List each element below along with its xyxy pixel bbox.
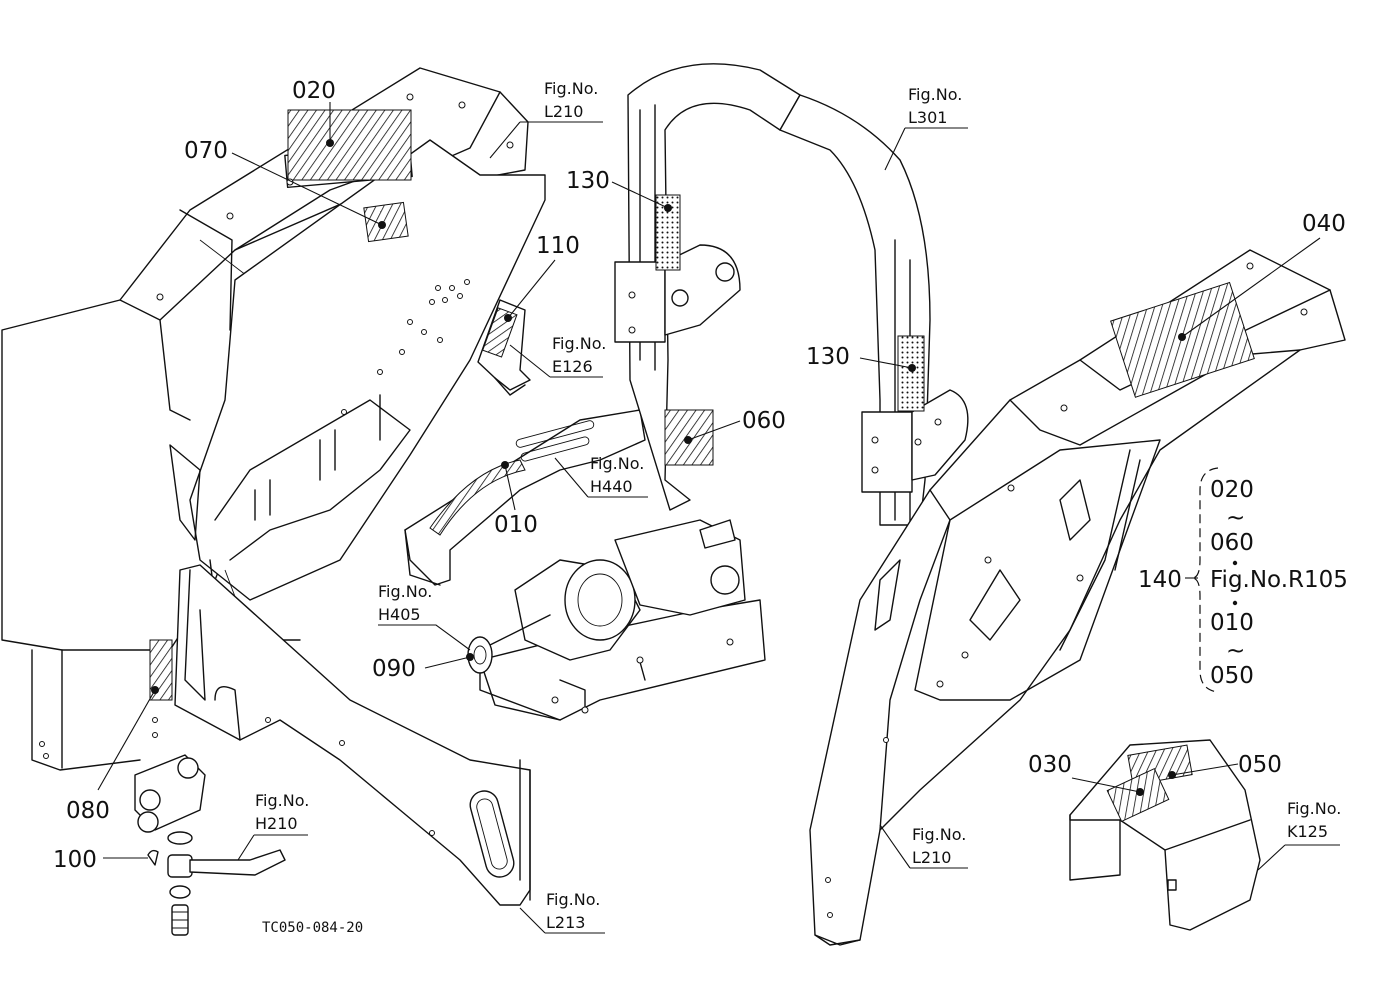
fig-prefix: Fig.No. (908, 85, 962, 104)
fig-prefix: Fig.No. (552, 334, 606, 353)
lever-guide-plate-drawing (404, 409, 646, 586)
fig-prefix: Fig.No. (590, 454, 644, 473)
rear-plate-drawing (152, 564, 531, 906)
legend-tilde-2: ~ (1226, 638, 1245, 664)
fig-ref-l210-bottom: Fig.No. L210 (912, 825, 966, 867)
callout-020-top: 020 (292, 78, 336, 104)
decal-060 (664, 409, 714, 466)
legend-line-010: 010 (1210, 610, 1254, 636)
hose-fitting-drawing (134, 754, 286, 936)
legend-tilde-1: ~ (1226, 505, 1245, 531)
fig-ref-h405: Fig.No. H405 (378, 582, 432, 624)
callout-060: 060 (742, 408, 786, 434)
fig-number: E126 (552, 357, 593, 376)
decal-080 (149, 639, 173, 701)
legend-line-020: 020 (1210, 477, 1254, 503)
fig-number: H210 (255, 814, 298, 833)
fig-number: H405 (378, 605, 421, 624)
callout-070: 070 (184, 138, 228, 164)
decal-010 (429, 459, 526, 536)
fig-prefix: Fig.No. (1287, 799, 1341, 818)
callout-090: 090 (372, 656, 416, 682)
callout-140: 140 (1138, 567, 1182, 593)
legend-line-060: 060 (1210, 530, 1254, 556)
fig-ref-k125: Fig.No. K125 (1287, 799, 1341, 841)
fig-number: L301 (908, 108, 947, 127)
callout-130-left: 130 (566, 168, 610, 194)
decal-020-top (287, 109, 412, 181)
fig-number: L210 (912, 848, 951, 867)
leader-lines (97, 102, 1340, 934)
fig-ref-h210: Fig.No. H210 (255, 791, 309, 833)
fig-ref-l301: Fig.No. L301 (908, 85, 962, 127)
fig-prefix: Fig.No. (544, 79, 598, 98)
callout-030: 030 (1028, 752, 1072, 778)
callout-040: 040 (1302, 211, 1346, 237)
callout-080: 080 (66, 798, 110, 824)
fig-ref-e126: Fig.No. E126 (552, 334, 606, 376)
legend-140-group: 020 ~ 060 Fig.No.R105 010 ~ 050 (1210, 477, 1348, 689)
legend-fig-r105: Fig.No.R105 (1210, 567, 1348, 593)
fig-number: H440 (590, 477, 633, 496)
callout-100: 100 (53, 847, 97, 873)
fig-prefix: Fig.No. (546, 890, 600, 909)
fig-prefix: Fig.No. (912, 825, 966, 844)
fig-ref-l210-top: Fig.No. L210 (544, 79, 598, 121)
legend-line-050: 050 (1210, 663, 1254, 689)
fig-number: L210 (544, 102, 583, 121)
reflector-130-right (897, 335, 925, 412)
callout-130-right: 130 (806, 344, 850, 370)
fig-number: L213 (546, 913, 585, 932)
hood-k125-drawing (1069, 739, 1261, 931)
figure-references: Fig.No. L210 Fig.No. L301 Fig.No. E126 F… (255, 79, 1341, 932)
fig-ref-l213: Fig.No. L213 (546, 890, 600, 932)
callout-labels: 020 070 130 110 060 010 090 080 100 130 … (53, 78, 1346, 873)
callout-110: 110 (536, 233, 580, 259)
fig-ref-h440: Fig.No. H440 (590, 454, 644, 496)
callout-050: 050 (1238, 752, 1282, 778)
decal-070 (363, 201, 409, 243)
callout-010: 010 (494, 512, 538, 538)
hydraulic-block-drawing (467, 519, 766, 721)
fig-prefix: Fig.No. (378, 582, 432, 601)
drawing-code: TC050-084-20 (262, 920, 363, 936)
rops-frame-drawing (614, 63, 969, 526)
fig-prefix: Fig.No. (255, 791, 309, 810)
fig-number: K125 (1287, 822, 1328, 841)
left-fender-drawing (1, 67, 546, 771)
